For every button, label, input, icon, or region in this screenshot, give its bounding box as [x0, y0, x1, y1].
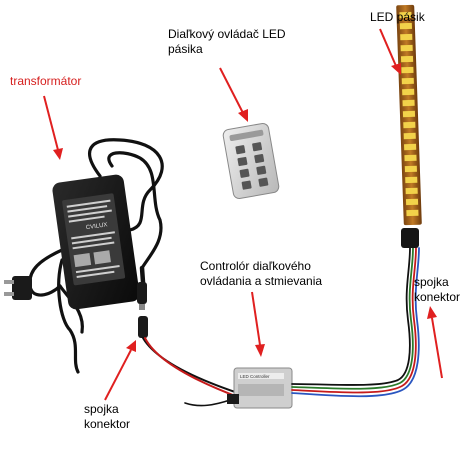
controller-input-wires — [142, 337, 239, 407]
arrow-connector-right — [427, 306, 443, 379]
led-strip — [396, 4, 422, 226]
led-chip — [404, 165, 417, 173]
label-led-strip: LED pásik — [370, 10, 425, 24]
arrow-transformator — [43, 95, 63, 160]
arrow-remote — [219, 67, 248, 122]
led-chip — [405, 198, 419, 206]
arrow-connector-left — [104, 340, 136, 401]
led-chip — [402, 99, 415, 107]
led-chip — [405, 187, 418, 195]
led-chip — [399, 22, 412, 30]
power-adapter: CVILUX — [52, 174, 140, 310]
led-chip — [401, 77, 414, 85]
label-connector-left: spojka konektor — [84, 402, 131, 431]
label-controller: Controlór diaľkového ovládania a stmieva… — [200, 259, 323, 288]
led-chip — [403, 132, 416, 140]
led-chip — [406, 209, 419, 217]
adapter-brand-text: CVILUX — [86, 222, 108, 231]
led-chip — [402, 110, 416, 118]
ac-plug — [4, 276, 32, 300]
label-remote: Diaľkový ovládač LED pásika — [168, 27, 286, 56]
led-chip — [400, 33, 413, 41]
led-chip — [401, 66, 414, 74]
led-chip — [405, 176, 418, 184]
pointer-arrows — [43, 28, 443, 401]
dc-socket — [138, 316, 148, 338]
controller-output-wires — [291, 247, 420, 398]
label-connector-right: spojka konektor — [414, 275, 461, 304]
led-chip — [402, 88, 415, 96]
arrow-controller — [251, 291, 265, 357]
led-chip — [403, 121, 416, 129]
led-chip — [399, 11, 412, 19]
led-chip — [404, 143, 417, 151]
dc-plug — [137, 282, 147, 310]
remote-control — [222, 122, 280, 200]
controller-unit: LED Controller — [227, 367, 293, 409]
controller-label-text: LED Controller — [240, 374, 270, 379]
led-chip — [400, 55, 414, 63]
led-chip — [404, 154, 417, 162]
label-transformator: transformátor — [10, 74, 82, 88]
arrow-strip — [379, 28, 401, 75]
strip-connector — [401, 228, 419, 248]
led-chip — [400, 44, 413, 52]
